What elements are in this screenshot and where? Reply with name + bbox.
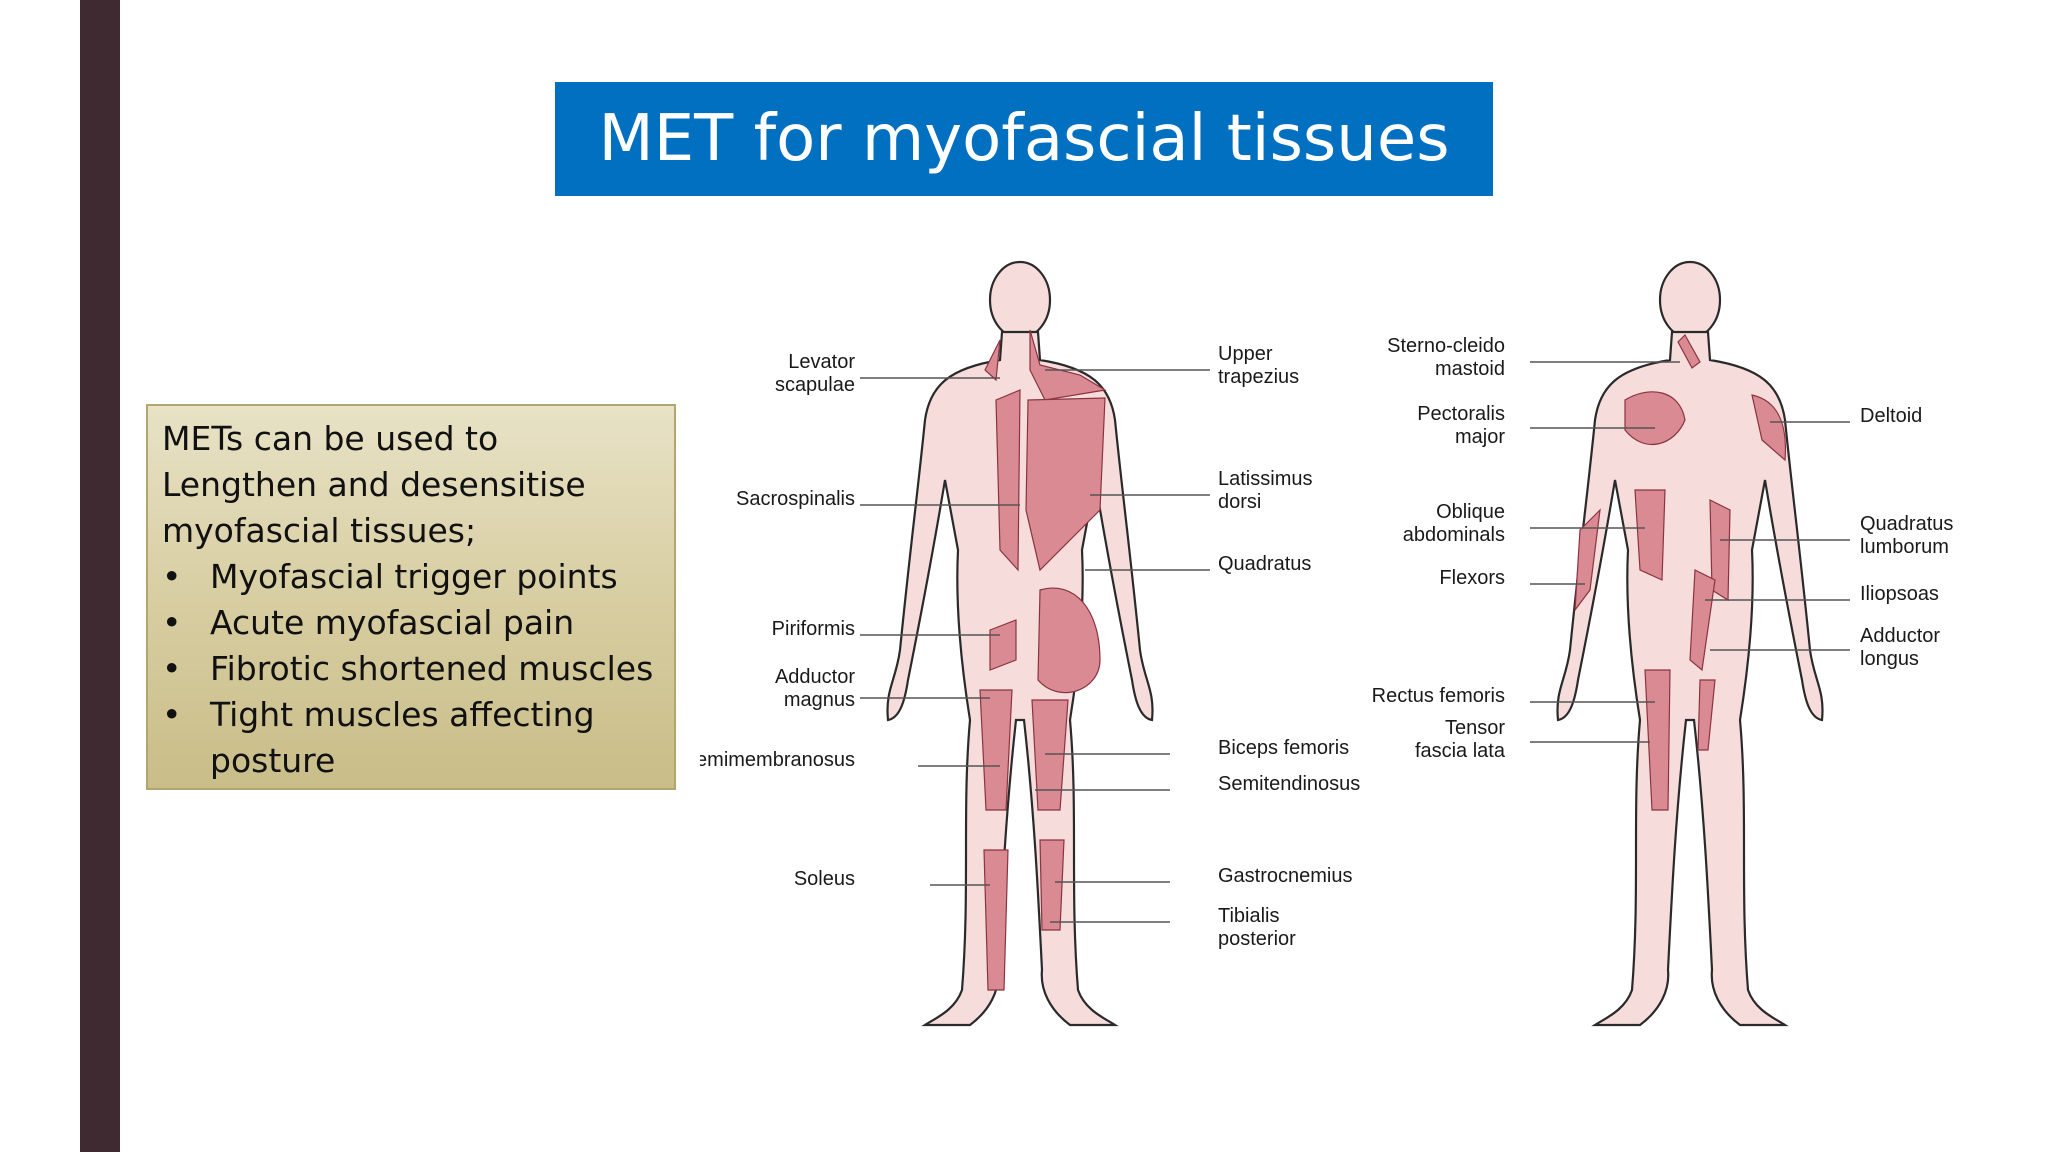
bullet-icon: • xyxy=(162,695,182,734)
muscle-label-line: abdominals xyxy=(1403,524,1505,546)
muscle-label: Quadratus xyxy=(1218,553,1311,575)
muscle-label: Flexors xyxy=(1439,567,1505,589)
muscle-label-line: Flexors xyxy=(1439,567,1505,589)
muscle-label-line: Pectoralis xyxy=(1417,403,1505,425)
slide-title-text: MET for myofascial tissues xyxy=(598,102,1450,176)
muscle-label: Biceps femoris xyxy=(1218,737,1349,759)
muscle-label-line: mastoid xyxy=(1435,358,1505,380)
muscle-label-line: Quadratus xyxy=(1218,553,1311,575)
muscle-label-line: Semimembranosus xyxy=(700,749,855,771)
muscle-label-line: Biceps femoris xyxy=(1218,737,1349,759)
muscle-label: Iliopsoas xyxy=(1860,583,1939,605)
text-box-intro: METs can be used to Lengthen and desensi… xyxy=(162,419,586,550)
bullet-item: •Fibrotic shortened muscles xyxy=(162,646,660,692)
muscle-label-line: fascia lata xyxy=(1415,740,1506,762)
bullet-item: •Myofascial trigger points xyxy=(162,554,660,600)
bullet-item: •Tight muscles affecting posture xyxy=(162,692,660,784)
left-accent-bar xyxy=(80,0,120,1152)
bullet-icon: • xyxy=(162,557,182,596)
anterior-body xyxy=(1530,260,1850,1027)
muscle-label-line: Sterno-cleido xyxy=(1387,335,1505,357)
muscle-label-line: Levator xyxy=(788,351,855,373)
muscle-label-line: lumborum xyxy=(1860,536,1949,558)
muscle-label: Sacrospinalis xyxy=(736,488,855,510)
muscle-label-line: Semitendinosus xyxy=(1218,773,1360,795)
text-box: METs can be used to Lengthen and desensi… xyxy=(146,404,676,790)
muscle-label-line: major xyxy=(1455,426,1505,448)
muscle-label: Piriformis xyxy=(772,618,855,640)
muscle-label-line: Soleus xyxy=(794,868,855,890)
muscle-label-line: trapezius xyxy=(1218,366,1299,388)
muscle-label: Gastrocnemius xyxy=(1218,865,1353,887)
muscle-label-line: Latissimus xyxy=(1218,468,1312,490)
muscle-label: Rectus femoris xyxy=(1372,685,1505,707)
muscle-label-line: Oblique xyxy=(1436,501,1505,523)
muscle-label-line: Quadratus xyxy=(1860,513,1953,535)
muscle-label-line: Sacrospinalis xyxy=(736,488,855,510)
bullet-list: •Myofascial trigger points •Acute myofas… xyxy=(162,554,660,784)
muscle-label-line: Adductor xyxy=(775,666,855,688)
muscle-label-line: posterior xyxy=(1218,928,1296,950)
bullet-item: •Acute myofascial pain xyxy=(162,600,660,646)
muscle-label-line: Rectus femoris xyxy=(1372,685,1505,707)
muscle-label-line: longus xyxy=(1860,648,1919,670)
slide-title: MET for myofascial tissues xyxy=(555,82,1493,196)
muscle-label: Soleus xyxy=(794,868,855,890)
muscle-label-line: Adductor xyxy=(1860,625,1940,647)
muscle-label: Semimembranosus xyxy=(700,749,855,771)
muscle-label-line: Piriformis xyxy=(772,618,855,640)
muscle-label: Semitendinosus xyxy=(1218,773,1360,795)
muscle-label-line: Tibialis xyxy=(1218,905,1280,927)
muscle-label-line: Upper xyxy=(1218,343,1273,365)
muscle-label-line: scapulae xyxy=(775,374,855,396)
muscle-label-line: dorsi xyxy=(1218,491,1261,513)
muscle-label: Deltoid xyxy=(1860,405,1922,427)
muscle-label-line: Iliopsoas xyxy=(1860,583,1939,605)
muscle-label-line: magnus xyxy=(784,689,855,711)
bullet-icon: • xyxy=(162,649,182,688)
muscle-label-line: Deltoid xyxy=(1860,405,1922,427)
muscle-label-line: Tensor xyxy=(1445,717,1505,739)
bullet-icon: • xyxy=(162,603,182,642)
muscle-label-line: Gastrocnemius xyxy=(1218,865,1353,887)
posterior-body xyxy=(860,260,1210,1027)
